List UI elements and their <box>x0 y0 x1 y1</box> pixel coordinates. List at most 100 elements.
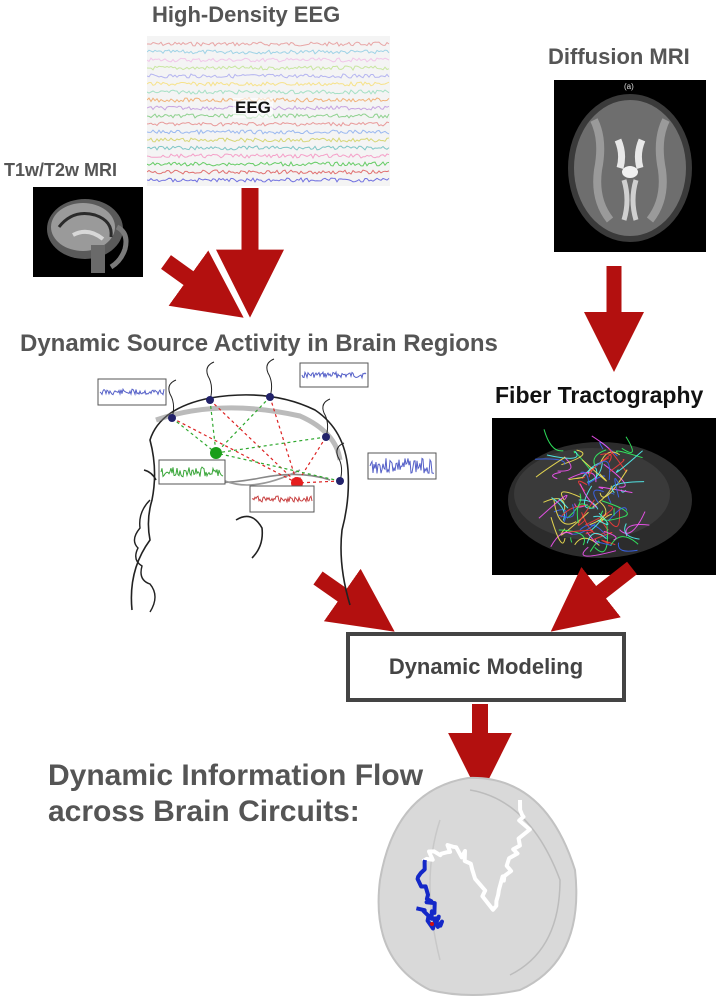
electrode-connection <box>209 399 217 454</box>
waveform-boxes <box>97 362 437 513</box>
t1-t2-mri-title: T1w/T2w MRI <box>4 160 118 180</box>
fiber-tract <box>558 504 575 518</box>
eeg-trace <box>147 41 390 47</box>
fiber-tract <box>535 456 566 478</box>
fiber-tract <box>550 517 566 544</box>
eeg-trace <box>147 65 390 71</box>
information-flow-title-line2: across Brain Circuits: <box>48 795 360 828</box>
glass-brain-illustration <box>377 776 578 996</box>
t1-mri-image <box>33 187 143 277</box>
electrode-connection <box>209 399 298 484</box>
eeg-trace <box>147 136 390 143</box>
eeg-trace <box>147 161 390 167</box>
electrode-connection <box>296 480 341 484</box>
arrow-mri-to-source <box>161 250 244 318</box>
eeg-trace <box>147 121 390 127</box>
fiber-tract <box>607 507 628 522</box>
fiber-tract <box>593 449 607 466</box>
fiber-tractography-image <box>492 418 716 575</box>
eeg-trace <box>147 169 390 175</box>
fiber-tract <box>621 436 633 453</box>
fiber-tract <box>585 505 613 526</box>
electrode-connection <box>215 396 271 454</box>
fiber-tract <box>616 450 643 459</box>
electrode-wire <box>322 398 331 438</box>
fiber-tract <box>568 529 594 535</box>
axial-brain-icon <box>568 94 692 242</box>
eeg-trace <box>147 57 390 63</box>
fiber-tract <box>535 458 566 465</box>
fiber-tract <box>598 486 633 494</box>
fiber-tract <box>619 511 646 534</box>
green-source-dot <box>210 447 222 459</box>
fiber-tract <box>586 462 603 483</box>
fiber-tract <box>593 489 604 504</box>
electrode-wire <box>266 358 275 398</box>
arrow-source-to-model <box>313 568 395 632</box>
fiber-tract <box>614 477 620 498</box>
fiber-tract <box>543 429 564 452</box>
fiber-tract <box>592 485 612 508</box>
fiber-tract <box>546 451 578 459</box>
fiber-tract <box>600 510 627 521</box>
fiber-tract <box>615 450 643 473</box>
fiber-tract <box>580 471 590 486</box>
fiber-tract <box>586 531 598 545</box>
electrode <box>266 393 274 401</box>
fiber-tract <box>570 537 573 543</box>
eeg-trace <box>147 129 390 136</box>
electrode-connection <box>215 452 341 482</box>
fiber-tract <box>608 459 625 473</box>
fiber-tract <box>603 530 617 541</box>
electrode <box>322 433 330 441</box>
fiber-tract <box>557 456 572 472</box>
dynamic-modeling-box: Dynamic Modeling <box>346 632 626 702</box>
eeg-trace <box>147 153 390 160</box>
fiber-tract <box>597 512 609 526</box>
fiber-tract <box>560 505 586 518</box>
dynamic-modeling-label: Dynamic Modeling <box>388 654 584 679</box>
electrode-wire <box>336 442 345 482</box>
fiber-tract <box>617 542 638 552</box>
fiber-tract <box>595 460 611 480</box>
fiber-tract <box>550 531 573 547</box>
fiber-tract <box>586 532 607 544</box>
fiber-tract <box>538 494 568 519</box>
waveforms <box>99 370 435 504</box>
fiber-tract <box>582 546 617 557</box>
diffusion-mri-title: Diffusion MRI <box>548 44 690 69</box>
eeg-trace <box>147 49 390 55</box>
fiber-tract <box>624 523 640 540</box>
fiber-tract <box>599 469 628 498</box>
electrode <box>336 477 344 485</box>
fiber-tract <box>611 481 645 493</box>
fiber-tract <box>588 457 610 478</box>
fiber-tract <box>609 536 639 547</box>
sagittal-brain-icon <box>47 199 129 273</box>
fiber-tract <box>576 503 592 524</box>
eeg-title: High-Density EEG <box>152 2 341 27</box>
eeg-inset-label: EEG <box>233 98 273 118</box>
fiber-tract <box>567 472 597 483</box>
information-flow-title-line1: Dynamic Information Flow <box>48 759 424 792</box>
eeg-trace <box>147 145 390 151</box>
fiber-tract <box>551 497 565 521</box>
fiber-tract <box>558 498 569 509</box>
eeg-trace <box>147 81 390 87</box>
diffusion-inset-label: (a) <box>624 82 634 91</box>
eeg-trace <box>147 73 390 79</box>
arrow-fiber-to-model <box>550 561 637 632</box>
eeg-trace <box>147 177 390 183</box>
electrode-wire <box>206 361 215 401</box>
fiber-tract <box>600 453 612 463</box>
fiber-tract <box>579 483 597 508</box>
source-activity-title: Dynamic Source Activity in Brain Regions <box>20 330 498 357</box>
electrode <box>206 396 214 404</box>
fiber-tract <box>589 501 607 526</box>
diffusion-mri-image: (a) <box>554 80 706 252</box>
fiber-tract <box>577 499 595 526</box>
fiber-tract <box>595 541 612 546</box>
fiber-tracts <box>508 429 692 558</box>
electrode-connection <box>215 436 327 454</box>
